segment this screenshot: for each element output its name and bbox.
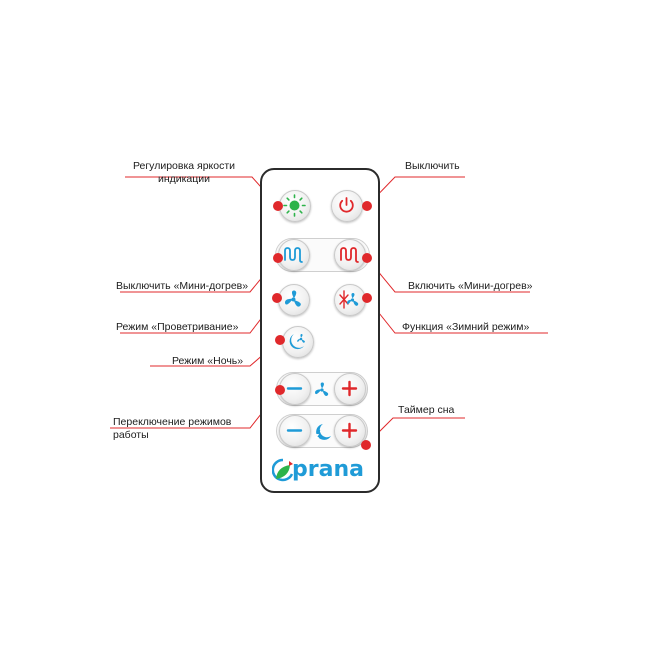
label-mode-switch: Переключение режимов работы xyxy=(113,416,232,441)
svg-text:z: z xyxy=(315,432,319,440)
minus-icon xyxy=(286,429,303,432)
sleep-zz-icon: z z xyxy=(315,424,331,440)
fan-icon-small xyxy=(314,382,329,397)
sun-icon xyxy=(283,194,306,217)
night-mode-button[interactable] xyxy=(282,326,314,358)
winter-mode-button[interactable] xyxy=(334,284,366,316)
label-power-off: Выключить xyxy=(405,160,460,172)
mini-heat-on-button[interactable] xyxy=(334,239,366,271)
moon-fan-icon xyxy=(289,333,305,350)
callout-dot xyxy=(273,201,283,211)
heat-wave-icon-blue xyxy=(284,247,303,263)
mini-heat-off-button[interactable] xyxy=(278,239,310,271)
label-ventilation: Режим «Проветривание» xyxy=(116,321,239,333)
prana-logo: prana xyxy=(272,456,372,486)
plus-icon xyxy=(341,380,358,397)
label-sleep-timer: Таймер сна xyxy=(398,404,455,416)
callout-dot xyxy=(362,253,372,263)
snowflake-fan-icon xyxy=(339,290,359,309)
sleep-plus-button[interactable] xyxy=(334,415,366,447)
callout-dot xyxy=(275,385,285,395)
power-button[interactable] xyxy=(331,190,363,222)
power-icon xyxy=(339,197,354,213)
logo-text: prana xyxy=(292,457,364,482)
heat-wave-icon-red xyxy=(340,247,359,263)
fan-icon xyxy=(284,290,301,307)
callout-dot xyxy=(362,293,372,303)
label-mini-heat-off: Выключить «Мини-догрев» xyxy=(116,280,249,292)
label-winter: Функция «Зимний режим» xyxy=(402,321,530,333)
minus-icon xyxy=(286,387,303,390)
ventilation-button[interactable] xyxy=(278,284,310,316)
brightness-button[interactable] xyxy=(279,190,311,222)
label-night: Режим «Ночь» xyxy=(172,355,244,367)
sleep-minus-button[interactable] xyxy=(279,415,311,447)
plus-icon xyxy=(341,422,358,439)
svg-text:z: z xyxy=(318,429,321,435)
label-brightness: Регулировка яркости индикации xyxy=(132,160,236,185)
callout-dot xyxy=(361,440,371,450)
mode-plus-button[interactable] xyxy=(334,373,366,405)
label-mini-heat-on: Включить «Мини-догрев» xyxy=(408,280,533,292)
leaf-logo-icon xyxy=(272,458,294,482)
callout-dot xyxy=(362,201,372,211)
callout-dot xyxy=(275,335,285,345)
callout-dot xyxy=(272,293,282,303)
callout-dot xyxy=(273,253,283,263)
